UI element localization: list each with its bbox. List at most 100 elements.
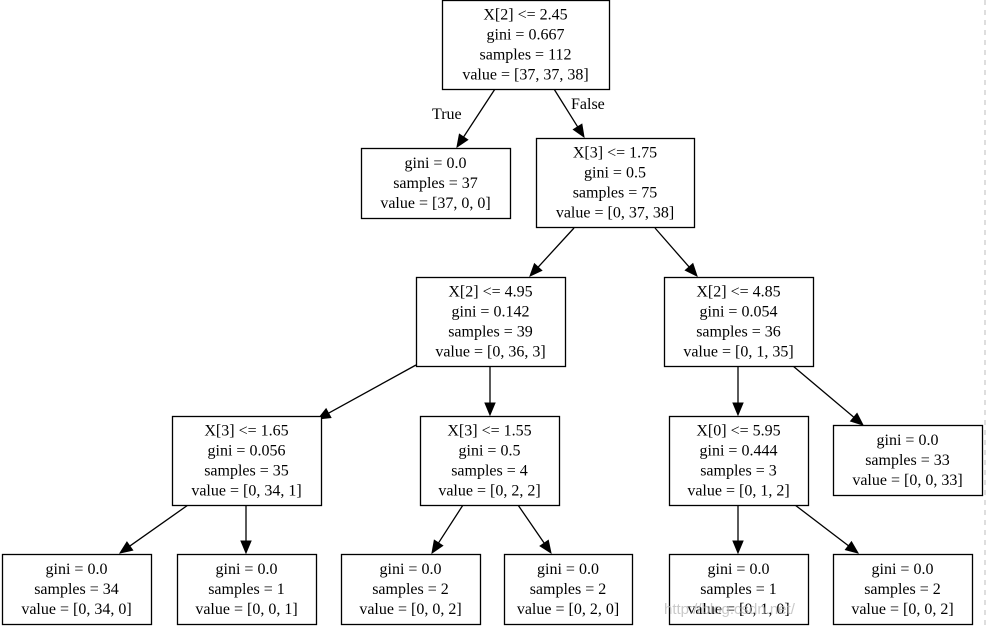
node-box [171, 415, 323, 507]
node-line: X[2] <= 4.85 [696, 284, 780, 301]
node-line: value = [0, 2, 0] [517, 601, 619, 618]
node-line: gini = 0.444 [700, 443, 778, 460]
node-line: gini = 0.0 [708, 561, 770, 578]
node-box [832, 553, 974, 626]
node-line: samples = 34 [34, 581, 119, 598]
node-line: X[2] <= 2.45 [483, 7, 567, 24]
node-line: value = [37, 37, 38] [462, 67, 588, 84]
node-line: samples = 1 [700, 581, 777, 598]
node-line: value = [0, 0, 2] [851, 601, 953, 618]
node-box [503, 553, 634, 626]
node-line: gini = 0.5 [459, 443, 521, 460]
edge-line [437, 504, 464, 544]
edge-n4-n8 [792, 365, 864, 426]
edge-arrowhead [431, 539, 444, 555]
edge-line [517, 504, 545, 544]
edge-n2-n3 [529, 227, 575, 277]
node-line: samples = 1 [208, 581, 285, 598]
node-line: gini = 0.0 [537, 561, 599, 578]
node-box [663, 276, 815, 368]
tree-node-n9: gini = 0.0 samples = 34 value = [0, 34, 0] [1, 553, 153, 626]
edge-line [463, 88, 496, 138]
edge-line [537, 227, 575, 268]
node-box [360, 147, 512, 220]
node-line: value = [0, 34, 0] [21, 601, 131, 618]
edge-n4-n7 [732, 366, 744, 417]
edge-arrowhead [684, 262, 698, 277]
edge-arrowhead [456, 133, 469, 149]
edge-n3-n6 [484, 366, 496, 417]
edge-n0-n2: False [553, 88, 605, 139]
edge-line [654, 227, 690, 268]
node-line: samples = 2 [372, 581, 449, 598]
edge-line [129, 504, 189, 547]
node-line: value = [0, 1, 35] [683, 344, 793, 361]
edge-arrowhead [484, 402, 496, 417]
node-line: value = [0, 1, 2] [687, 483, 789, 500]
node-line: X[2] <= 4.95 [448, 284, 532, 301]
tree-node-n10: gini = 0.0 samples = 1 value = [0, 0, 1] [176, 553, 318, 626]
node-box [535, 137, 696, 229]
node-line: samples = 36 [696, 324, 781, 341]
node-box [415, 276, 567, 368]
edge-n2-n4 [654, 227, 698, 277]
tree-node-n14: gini = 0.0 samples = 2 value = [0, 0, 2] [832, 553, 974, 626]
edge-n7-n13 [732, 505, 744, 555]
edge-line [794, 504, 849, 547]
edge-arrowhead [572, 123, 585, 139]
node-box [668, 553, 810, 626]
node-line: gini = 0.0 [872, 561, 934, 578]
node-line: gini = 0.0 [46, 561, 108, 578]
edges-layer: True False [118, 88, 864, 555]
node-line: X[0] <= 5.95 [696, 423, 780, 440]
node-box [668, 415, 810, 507]
edge-n0-n1: True [432, 88, 496, 149]
edge-arrowhead [849, 412, 864, 426]
node-line: value = [0, 0, 1] [195, 601, 297, 618]
node-line: samples = 33 [865, 452, 950, 469]
node-line: samples = 2 [864, 581, 941, 598]
node-box [419, 415, 561, 507]
node-line: value = [0, 0, 2] [359, 601, 461, 618]
edge-arrowhead [529, 262, 543, 277]
node-line: value = [0, 34, 1] [191, 483, 301, 500]
node-box [441, 0, 611, 91]
edge-arrowhead [732, 540, 744, 555]
edge-label-false: False [571, 96, 605, 113]
node-line: samples = 112 [480, 47, 572, 64]
node-box [176, 553, 318, 626]
edge-n5-n9 [118, 504, 189, 554]
edge-line [792, 365, 855, 418]
node-line: X[3] <= 1.65 [204, 423, 288, 440]
node-line: samples = 39 [448, 324, 533, 341]
node-line: gini = 0.667 [487, 27, 565, 44]
node-line: value = [0, 2, 2] [438, 483, 540, 500]
node-line: gini = 0.0 [405, 155, 467, 172]
node-line: X[3] <= 1.75 [573, 145, 657, 162]
node-line: gini = 0.0 [216, 561, 278, 578]
node-line: gini = 0.142 [452, 304, 530, 321]
node-line: samples = 35 [204, 463, 289, 480]
node-line: samples = 4 [451, 463, 528, 480]
node-box [1, 553, 153, 626]
edge-n5-n10 [240, 505, 252, 555]
edge-n7-n14 [794, 504, 860, 554]
edge-n3-n5 [316, 364, 417, 420]
node-box [340, 553, 482, 626]
watermark-text: http://blog.csdn.net/ [664, 601, 796, 618]
edge-line [553, 88, 579, 128]
node-line: samples = 3 [700, 463, 777, 480]
node-line: gini = 0.0 [877, 432, 939, 449]
edge-label-true: True [432, 106, 462, 123]
tree-node-n7: X[0] <= 5.95 gini = 0.444 samples = 3 value… [668, 415, 810, 507]
